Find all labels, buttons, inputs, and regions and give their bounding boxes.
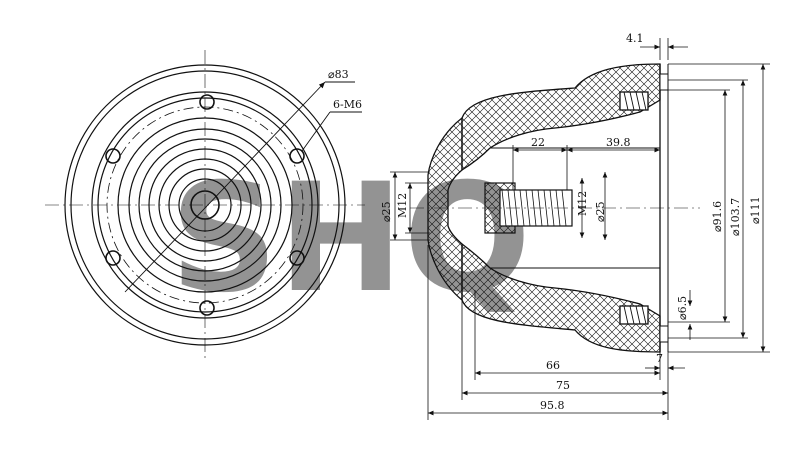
dimension-lines bbox=[390, 38, 770, 420]
dim-phi6-5-label: ⌀6.5 bbox=[676, 296, 689, 320]
housing-top-section bbox=[461, 63, 661, 172]
dim-phi91-6-label: ⌀91.6 bbox=[711, 201, 724, 232]
flange-hole-bottom bbox=[659, 325, 669, 343]
holes-leader bbox=[301, 111, 331, 152]
insert-top-thread bbox=[623, 91, 647, 111]
diameter-83-label: ⌀83 bbox=[328, 68, 349, 81]
diameter-83-leader bbox=[124, 81, 326, 293]
dim-39-8-label: 39.8 bbox=[606, 136, 631, 149]
dim-phi111-label: ⌀111 bbox=[749, 196, 762, 224]
mounting-hole bbox=[289, 250, 305, 266]
mounting-hole bbox=[289, 148, 305, 164]
mounting-hole bbox=[199, 300, 215, 316]
dim-95-8-label: 95.8 bbox=[540, 399, 565, 412]
dim-m12-left-label: M12 bbox=[396, 193, 409, 218]
mounting-hole bbox=[199, 94, 215, 110]
dim-phi103-7-label: ⌀103.7 bbox=[729, 198, 742, 236]
mounting-hole bbox=[105, 250, 121, 266]
housing-bottom-section bbox=[461, 242, 661, 353]
dim-66-label: 66 bbox=[546, 359, 560, 372]
holes-label: 6-M6 bbox=[333, 98, 362, 111]
dim-4-1-label: 4.1 bbox=[626, 32, 644, 45]
dim-22-label: 22 bbox=[531, 136, 545, 149]
dim-7-label: 7 bbox=[656, 352, 663, 365]
dim-75-label: 75 bbox=[556, 379, 570, 392]
insert-bottom-thread bbox=[623, 305, 647, 325]
dim-phi25-right-label: ⌀25 bbox=[594, 201, 607, 222]
dim-phi25-left-label: ⌀25 bbox=[380, 201, 393, 222]
mounting-hole bbox=[105, 148, 121, 164]
section-view bbox=[410, 63, 700, 353]
flange-hole-top bbox=[659, 73, 669, 91]
front-view bbox=[45, 50, 365, 360]
dim-m12-right-label: M12 bbox=[576, 191, 589, 216]
